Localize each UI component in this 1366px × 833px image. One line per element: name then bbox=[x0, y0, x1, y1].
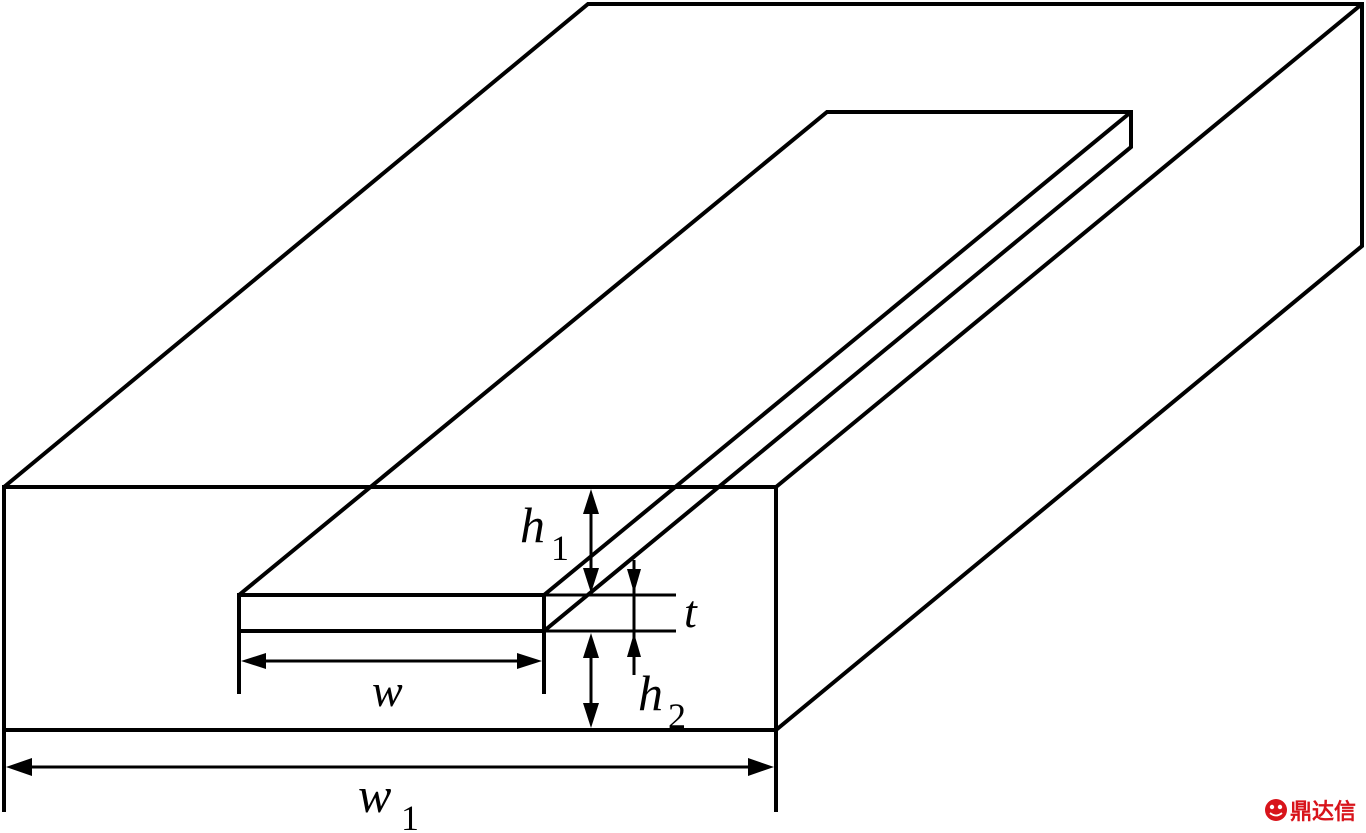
substrate-top-right-edge bbox=[774, 2, 1364, 489]
dimension-w1: w 1 bbox=[2, 730, 778, 833]
conductor-strip bbox=[237, 110, 1133, 633]
strip-top-front-edge bbox=[542, 110, 1133, 597]
h1-arrow-down bbox=[583, 568, 599, 593]
h2-arrow-down bbox=[583, 703, 599, 728]
watermark: 鼎达信 bbox=[1265, 799, 1356, 825]
w-arrow-right bbox=[517, 653, 542, 669]
watermark-text: 鼎达信 bbox=[1290, 799, 1356, 825]
watermark-logo-eye-left bbox=[1269, 804, 1275, 810]
t-arrow-down bbox=[627, 569, 641, 593]
t-label: t bbox=[684, 586, 698, 637]
dimension-h2: h 2 bbox=[583, 633, 686, 736]
t-arrow-up bbox=[627, 633, 641, 657]
strip-top-outline bbox=[237, 110, 1133, 633]
substrate-top-and-side-outline bbox=[2, 2, 1364, 732]
w1-arrow-left bbox=[6, 758, 32, 776]
substrate-front-face bbox=[2, 485, 778, 732]
watermark-logo-icon bbox=[1265, 799, 1287, 821]
h1-label: h bbox=[520, 497, 545, 553]
w1-subscript: 1 bbox=[401, 798, 419, 833]
h2-arrow-up bbox=[583, 633, 599, 658]
h1-subscript: 1 bbox=[551, 528, 569, 568]
h2-subscript: 2 bbox=[668, 696, 686, 736]
h2-label: h bbox=[638, 665, 663, 721]
w-label: w bbox=[372, 665, 403, 716]
dimension-h1: h 1 bbox=[520, 489, 599, 593]
w1-arrow-right bbox=[748, 758, 774, 776]
substrate-box bbox=[2, 2, 1364, 732]
w1-label: w bbox=[358, 767, 391, 823]
watermark-logo-eye-right bbox=[1277, 804, 1283, 810]
watermark-logo-smile bbox=[1269, 812, 1283, 817]
dimension-w: w bbox=[237, 631, 546, 716]
h1-arrow-up bbox=[583, 489, 599, 514]
strip-front-face bbox=[237, 593, 546, 633]
w-arrow-left bbox=[241, 653, 266, 669]
dimension-t: t bbox=[544, 560, 698, 675]
